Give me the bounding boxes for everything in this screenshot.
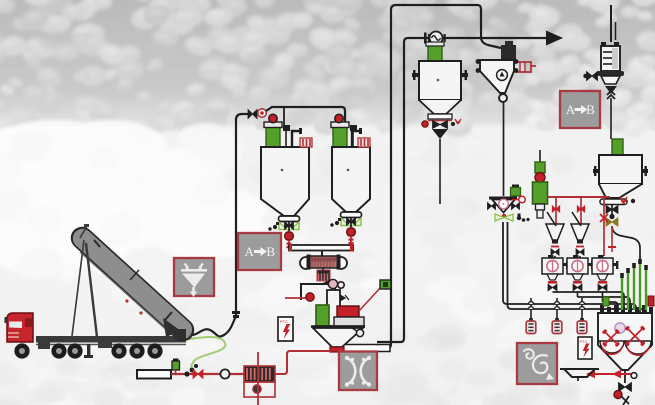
svg-text:B: B bbox=[266, 244, 275, 259]
svg-text:B: B bbox=[586, 102, 595, 117]
svg-text:A: A bbox=[566, 102, 576, 117]
svg-text:A: A bbox=[244, 244, 254, 259]
svg-text:PTC: PTC bbox=[280, 319, 288, 324]
svg-text:PTC: PTC bbox=[580, 339, 588, 344]
